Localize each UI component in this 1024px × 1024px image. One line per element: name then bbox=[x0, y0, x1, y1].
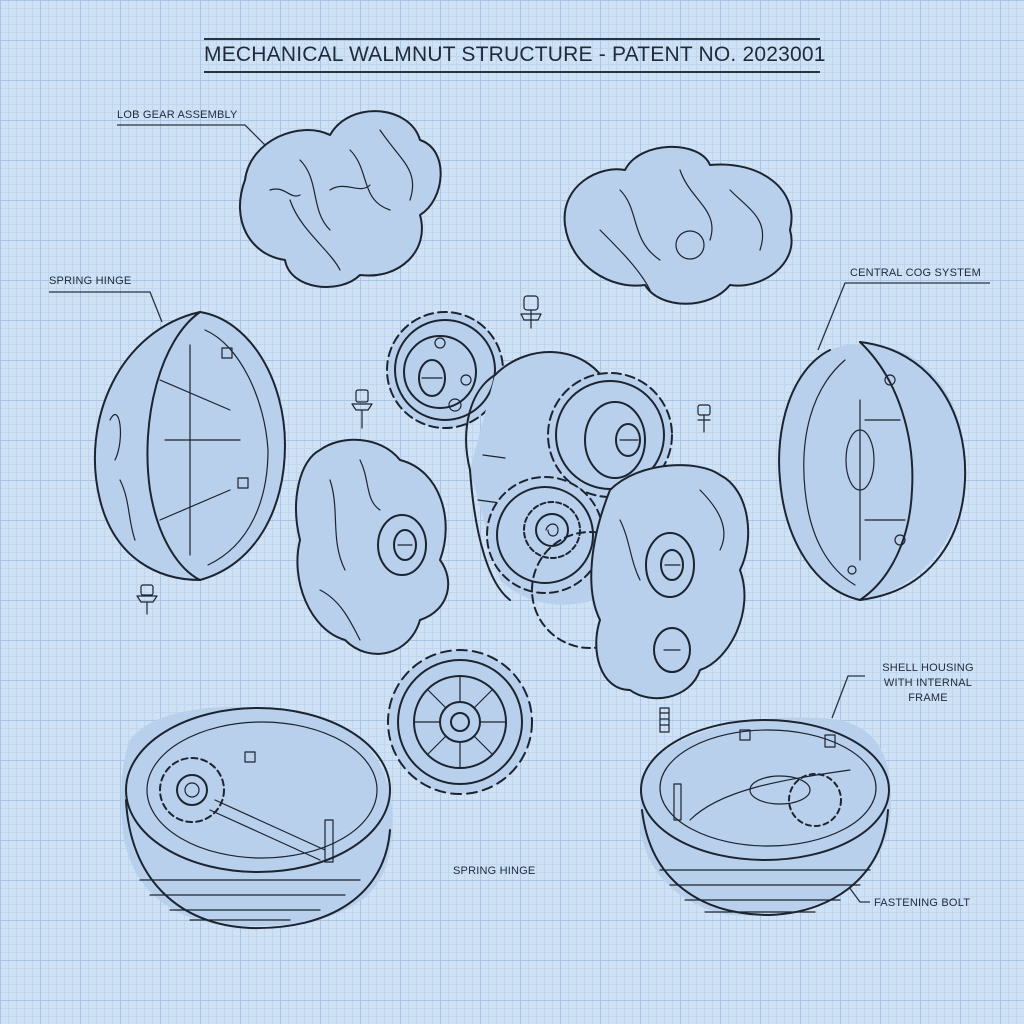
bolt-icon bbox=[659, 707, 670, 733]
label-fastening-bolt: FASTENING BOLT bbox=[874, 897, 971, 909]
walnut-kernel-top-left bbox=[239, 110, 442, 288]
label-spring-hinge-bottom: SPRING HINGE bbox=[453, 865, 536, 877]
bolt-icon bbox=[136, 584, 158, 615]
label-shell-housing-line1: SHELL HOUSING bbox=[882, 662, 974, 674]
shell-half-right-open bbox=[778, 341, 967, 601]
label-shell-housing: SHELL HOUSING WITH INTERNAL FRAME bbox=[868, 661, 988, 706]
loose-sprocket-gear bbox=[387, 649, 533, 795]
walnut-kernel-middle-right bbox=[590, 464, 750, 700]
bolt-icon bbox=[697, 404, 711, 433]
fastening-bolts bbox=[136, 389, 711, 733]
label-central-cog-system: CENTRAL COG SYSTEM bbox=[850, 267, 981, 279]
label-lob-gear-assembly: LOB GEAR ASSEMBLY bbox=[117, 109, 238, 121]
shell-bowl-bottom-left bbox=[121, 706, 393, 930]
label-shell-housing-line3: FRAME bbox=[908, 692, 948, 704]
shell-bowl-bottom-right bbox=[640, 717, 891, 916]
label-spring-hinge-left: SPRING HINGE bbox=[49, 275, 132, 287]
title-block: MECHANICAL WALMNUT STRUCTURE - PATENT NO… bbox=[204, 38, 826, 73]
bolt-icon bbox=[351, 389, 373, 429]
walnut-kernel-top-right bbox=[563, 145, 793, 305]
shell-half-left-open bbox=[93, 311, 286, 581]
diagram-title: MECHANICAL WALMNUT STRUCTURE - PATENT NO… bbox=[204, 43, 826, 66]
walnut-kernel-middle-left bbox=[295, 438, 450, 655]
label-shell-housing-line2: WITH INTERNAL bbox=[883, 677, 973, 689]
